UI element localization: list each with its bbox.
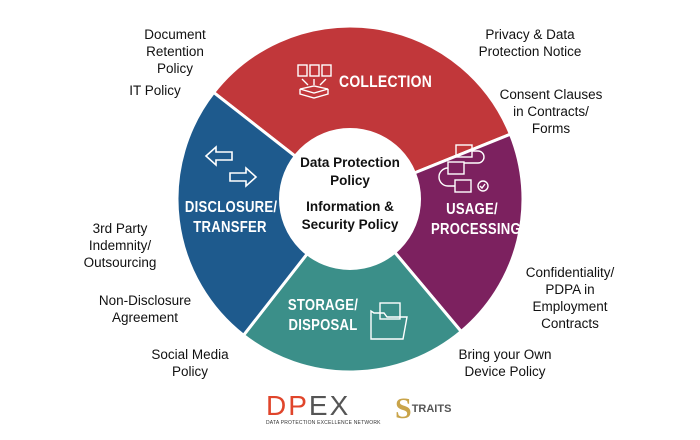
center-line: Security Policy xyxy=(301,217,399,232)
label-line: Non-Disclosure xyxy=(98,293,192,308)
label-line: Employment xyxy=(532,299,608,314)
disclosure-title-line2: TRANSFER xyxy=(193,219,267,236)
dpex-letter: P xyxy=(288,390,309,421)
straits-s-mark: S xyxy=(395,392,412,425)
label-line: Social Media xyxy=(151,347,229,362)
storage-title-line1: STORAGE/ xyxy=(287,297,359,314)
label-confidentiality: Confidentiality/ PDPA in Employment Cont… xyxy=(505,264,635,332)
documents-to-tray-icon xyxy=(297,64,332,99)
label-line: Forms xyxy=(531,121,571,136)
label-third-party: 3rd Party Indemnity/ Outsourcing xyxy=(70,220,170,271)
dpex-letter: X xyxy=(329,390,351,421)
usage-title-line2: PROCESSING xyxy=(431,221,521,238)
label-line: Confidentiality/ xyxy=(525,265,615,280)
dpex-logo: DPEX DATA PROTECTION EXCELLENCE NETWORK xyxy=(266,392,381,427)
label-line: Indemnity/ xyxy=(88,238,152,253)
label-line: Device Policy xyxy=(464,364,546,379)
center-line: Information & xyxy=(306,199,394,214)
label-privacy-notice: Privacy & Data Protection Notice xyxy=(465,26,595,60)
label-social-media: Social Media Policy xyxy=(135,346,245,380)
center-line: Policy xyxy=(330,173,370,188)
label-it-policy: IT Policy xyxy=(129,83,181,98)
center-text: Data Protection Policy Information & Sec… xyxy=(280,154,420,234)
center-circle xyxy=(279,128,421,270)
usage-title: USAGE/ PROCESSING xyxy=(431,200,521,240)
label-line: Retention xyxy=(146,44,204,59)
label-document-retention: Document Retention Policy xyxy=(120,26,230,77)
usage-title-line1: USAGE/ xyxy=(446,201,498,218)
label-consent-clauses: Consent Clauses in Contracts/ Forms xyxy=(486,86,616,137)
transfer-arrows-icon xyxy=(204,145,258,188)
straits-wordmark: TRAITS xyxy=(411,402,452,415)
label-byod: Bring your Own Device Policy xyxy=(440,346,570,380)
dpex-letter: D xyxy=(266,390,289,421)
folder-documents-icon xyxy=(370,302,408,340)
storage-title-line2: DISPOSAL xyxy=(288,317,358,334)
workflow-documents-check-icon xyxy=(438,144,489,193)
dpex-subtitle: DATA PROTECTION EXCELLENCE NETWORK xyxy=(266,420,381,426)
label-line: PDPA in xyxy=(545,282,595,297)
label-line: Agreement xyxy=(111,310,179,325)
label-line: Contracts xyxy=(541,316,599,331)
label-line: Bring your Own xyxy=(458,347,552,362)
label-line: in Contracts/ xyxy=(513,104,589,119)
straits-logo: STRAITS xyxy=(395,392,451,426)
label-line: Privacy & Data xyxy=(485,27,575,42)
dpex-letter: E xyxy=(308,390,330,421)
center-line: Data Protection xyxy=(300,155,400,170)
label-nda: Non-Disclosure Agreement xyxy=(85,292,205,326)
dpex-wordmark: DPEX xyxy=(266,392,381,420)
label-line: Outsourcing xyxy=(83,255,157,270)
disclosure-title: DISCLOSURE/ TRANSFER xyxy=(184,198,278,238)
label-line: 3rd Party xyxy=(92,221,148,236)
disclosure-title-line1: DISCLOSURE/ xyxy=(184,199,278,216)
storage-title: STORAGE/ DISPOSAL xyxy=(286,296,360,336)
label-line: Policy xyxy=(156,61,193,76)
label-line: Consent Clauses xyxy=(499,87,603,102)
label-line: Protection Notice xyxy=(478,44,582,59)
label-line: Policy xyxy=(171,364,208,379)
collection-title: COLLECTION xyxy=(339,72,433,91)
label-line: Document xyxy=(144,27,206,42)
